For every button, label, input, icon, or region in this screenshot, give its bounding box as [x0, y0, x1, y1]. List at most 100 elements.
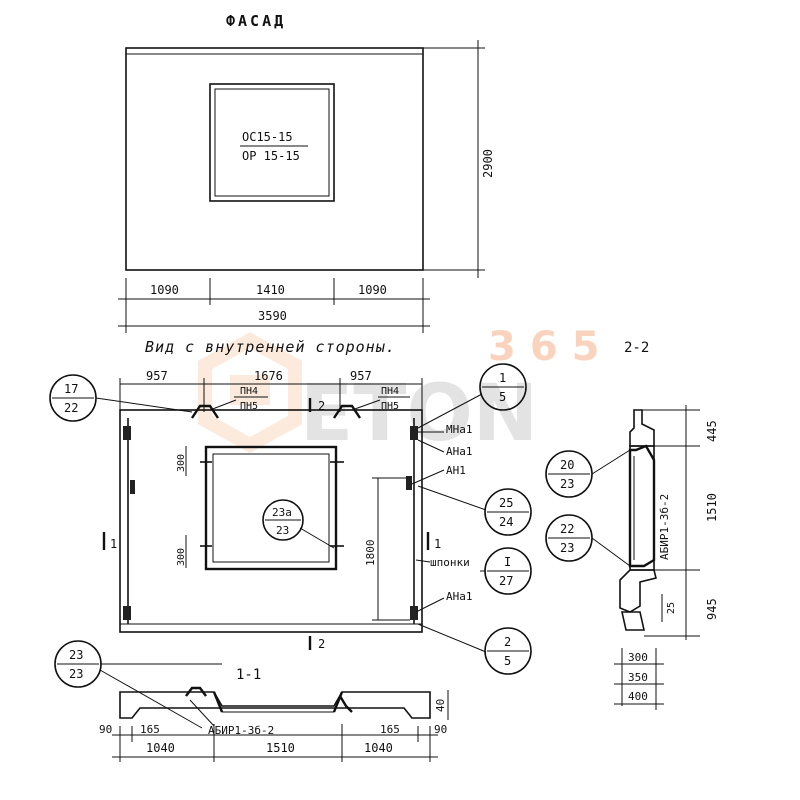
facade-dim-right: 1090: [358, 283, 387, 297]
facade-view: ФАСАД ОС15-15 ОР 15-15 2900 1090 1410 10…: [118, 12, 495, 333]
pn-left-leader: [209, 399, 237, 411]
facade-dim-middle: 1410: [256, 283, 285, 297]
svg-text:20: 20: [560, 458, 574, 472]
callout-17-22: 17 22: [49, 374, 193, 422]
facade-panel-outline: [125, 47, 424, 271]
beam-label-leader: [189, 699, 215, 727]
svg-text:2: 2: [504, 635, 511, 649]
section-2-2-title: 2-2: [624, 340, 649, 356]
bottom-dim-1510: 1510: [266, 741, 295, 755]
inner-dim-right: 957: [350, 369, 372, 383]
label-shponki: шпонки: [430, 556, 470, 569]
section-2-2-profile-bottom: [619, 569, 657, 613]
leader-ana1-top: [417, 439, 445, 453]
inner-panel-outline: [119, 409, 423, 633]
anchor-top-right: [410, 426, 418, 440]
inner-view-title: Вид с внутренней стороны.: [145, 338, 396, 356]
pn-right-top: ПН4: [381, 386, 399, 397]
watermark-hex-logo: [198, 331, 302, 454]
svg-text:23: 23: [560, 541, 574, 555]
svg-text:23: 23: [276, 524, 289, 537]
facade-panel-mark-bottom: ОР 15-15: [242, 149, 300, 163]
callout-20-23: 20 23: [545, 449, 631, 498]
pn-right-bottom: ПН5: [381, 401, 399, 412]
small-dim-165-right: 165: [380, 723, 400, 736]
svg-text:23: 23: [69, 667, 83, 681]
callout-1-5: 1 5: [417, 363, 527, 429]
section-2-top-label: 2: [318, 399, 325, 413]
stack-dim-350: 350: [628, 671, 648, 684]
lifting-loop-right: [333, 404, 361, 419]
inner-view: Вид с внутренней стороны. 957 1676 957: [49, 338, 532, 675]
callout-25-24: 25 24: [417, 485, 532, 536]
section-2-2-beam-label: АБИР1-3б-2: [658, 494, 671, 560]
lifting-loop-left: [191, 404, 219, 419]
section-2-2-window-beam: [628, 444, 656, 568]
svg-text:I: I: [504, 555, 511, 569]
small-dim-165-left: 165: [140, 723, 160, 736]
anchor-bottom-right: [410, 606, 418, 620]
svg-text:23: 23: [69, 648, 83, 662]
facade-window-outer: [209, 83, 335, 202]
facade-window-inner: [214, 88, 330, 197]
section-2-2-dim-445: 445: [705, 420, 719, 442]
svg-text:17: 17: [64, 382, 78, 396]
facade-title: ФАСАД: [226, 12, 286, 30]
facade-dim-total: 3590: [258, 309, 287, 323]
svg-text:22: 22: [560, 522, 574, 536]
small-dim-90-left: 90: [99, 723, 112, 736]
svg-text:23а: 23а: [272, 506, 292, 519]
section-1-1-loop-left: [185, 686, 207, 697]
leader-ana1-bottom: [415, 597, 445, 613]
inner-dim-1800: 1800: [364, 540, 377, 567]
inner-dim-middle: 1676: [254, 369, 283, 383]
callout-I-27: I 27: [480, 547, 532, 595]
inner-dim-left: 957: [146, 369, 168, 383]
inner-dim-300-top: 300: [176, 454, 187, 472]
section-1-1-beam-right: [332, 691, 344, 713]
inner-dim-300-bottom: 300: [176, 548, 187, 566]
label-mna1: МНа1: [446, 423, 473, 436]
watermark-number: 365: [488, 324, 614, 370]
section-1-1-profile: [119, 691, 431, 719]
facade-panel-mark-top: ОС15-15: [242, 130, 293, 144]
callout-23-23: 23 23: [54, 640, 222, 729]
anchor-mid-left: [130, 480, 135, 494]
callout-2-5: 2 5: [417, 623, 532, 675]
section-1-1-beam-label: АБИР1-3б-2: [208, 724, 274, 737]
section-2-bottom-label: 2: [318, 637, 325, 651]
label-ana1-top: АНа1: [446, 445, 473, 458]
svg-text:22: 22: [64, 401, 78, 415]
label-an1: АН1: [446, 464, 466, 477]
pn-left-top: ПН4: [240, 386, 258, 397]
pn-right-leader: [351, 399, 381, 411]
section-1-right-label: 1: [434, 537, 441, 551]
section-2-2-dim-25: 25: [666, 602, 677, 614]
facade-height-dim: 2900: [481, 149, 495, 178]
anchor-top-left: [123, 426, 131, 440]
section-1-1-loop-right: [338, 695, 353, 713]
section-1-1-beam-left: [212, 691, 224, 713]
bottom-dim-1040-right: 1040: [364, 741, 393, 755]
svg-text:1: 1: [499, 371, 506, 385]
section-2-2-dim-1510: 1510: [705, 493, 719, 522]
callout-22-23: 22 23: [545, 514, 631, 567]
watermark-hex-core: [230, 375, 270, 405]
svg-text:25: 25: [499, 496, 513, 510]
stack-dim-400: 400: [628, 690, 648, 703]
small-dim-90-right: 90: [434, 723, 447, 736]
svg-text:24: 24: [499, 515, 513, 529]
section-1-left-label: 1: [110, 537, 117, 551]
leader-an1: [411, 469, 445, 485]
svg-text:27: 27: [499, 574, 513, 588]
label-ana1-bottom: АНа1: [446, 590, 473, 603]
bottom-dim-1040-left: 1040: [146, 741, 175, 755]
callout-23a-23: 23а 23: [262, 499, 335, 549]
section-1-1: 1-1 АБИР1-3б-2 23 23 40 90 165 165 90: [54, 640, 449, 762]
inner-window-inner: [212, 453, 330, 563]
anchor-bottom-left: [123, 606, 131, 620]
section-2-2-dim-945: 945: [705, 598, 719, 620]
section-2-2-base: [621, 611, 645, 631]
svg-text:5: 5: [499, 390, 506, 404]
